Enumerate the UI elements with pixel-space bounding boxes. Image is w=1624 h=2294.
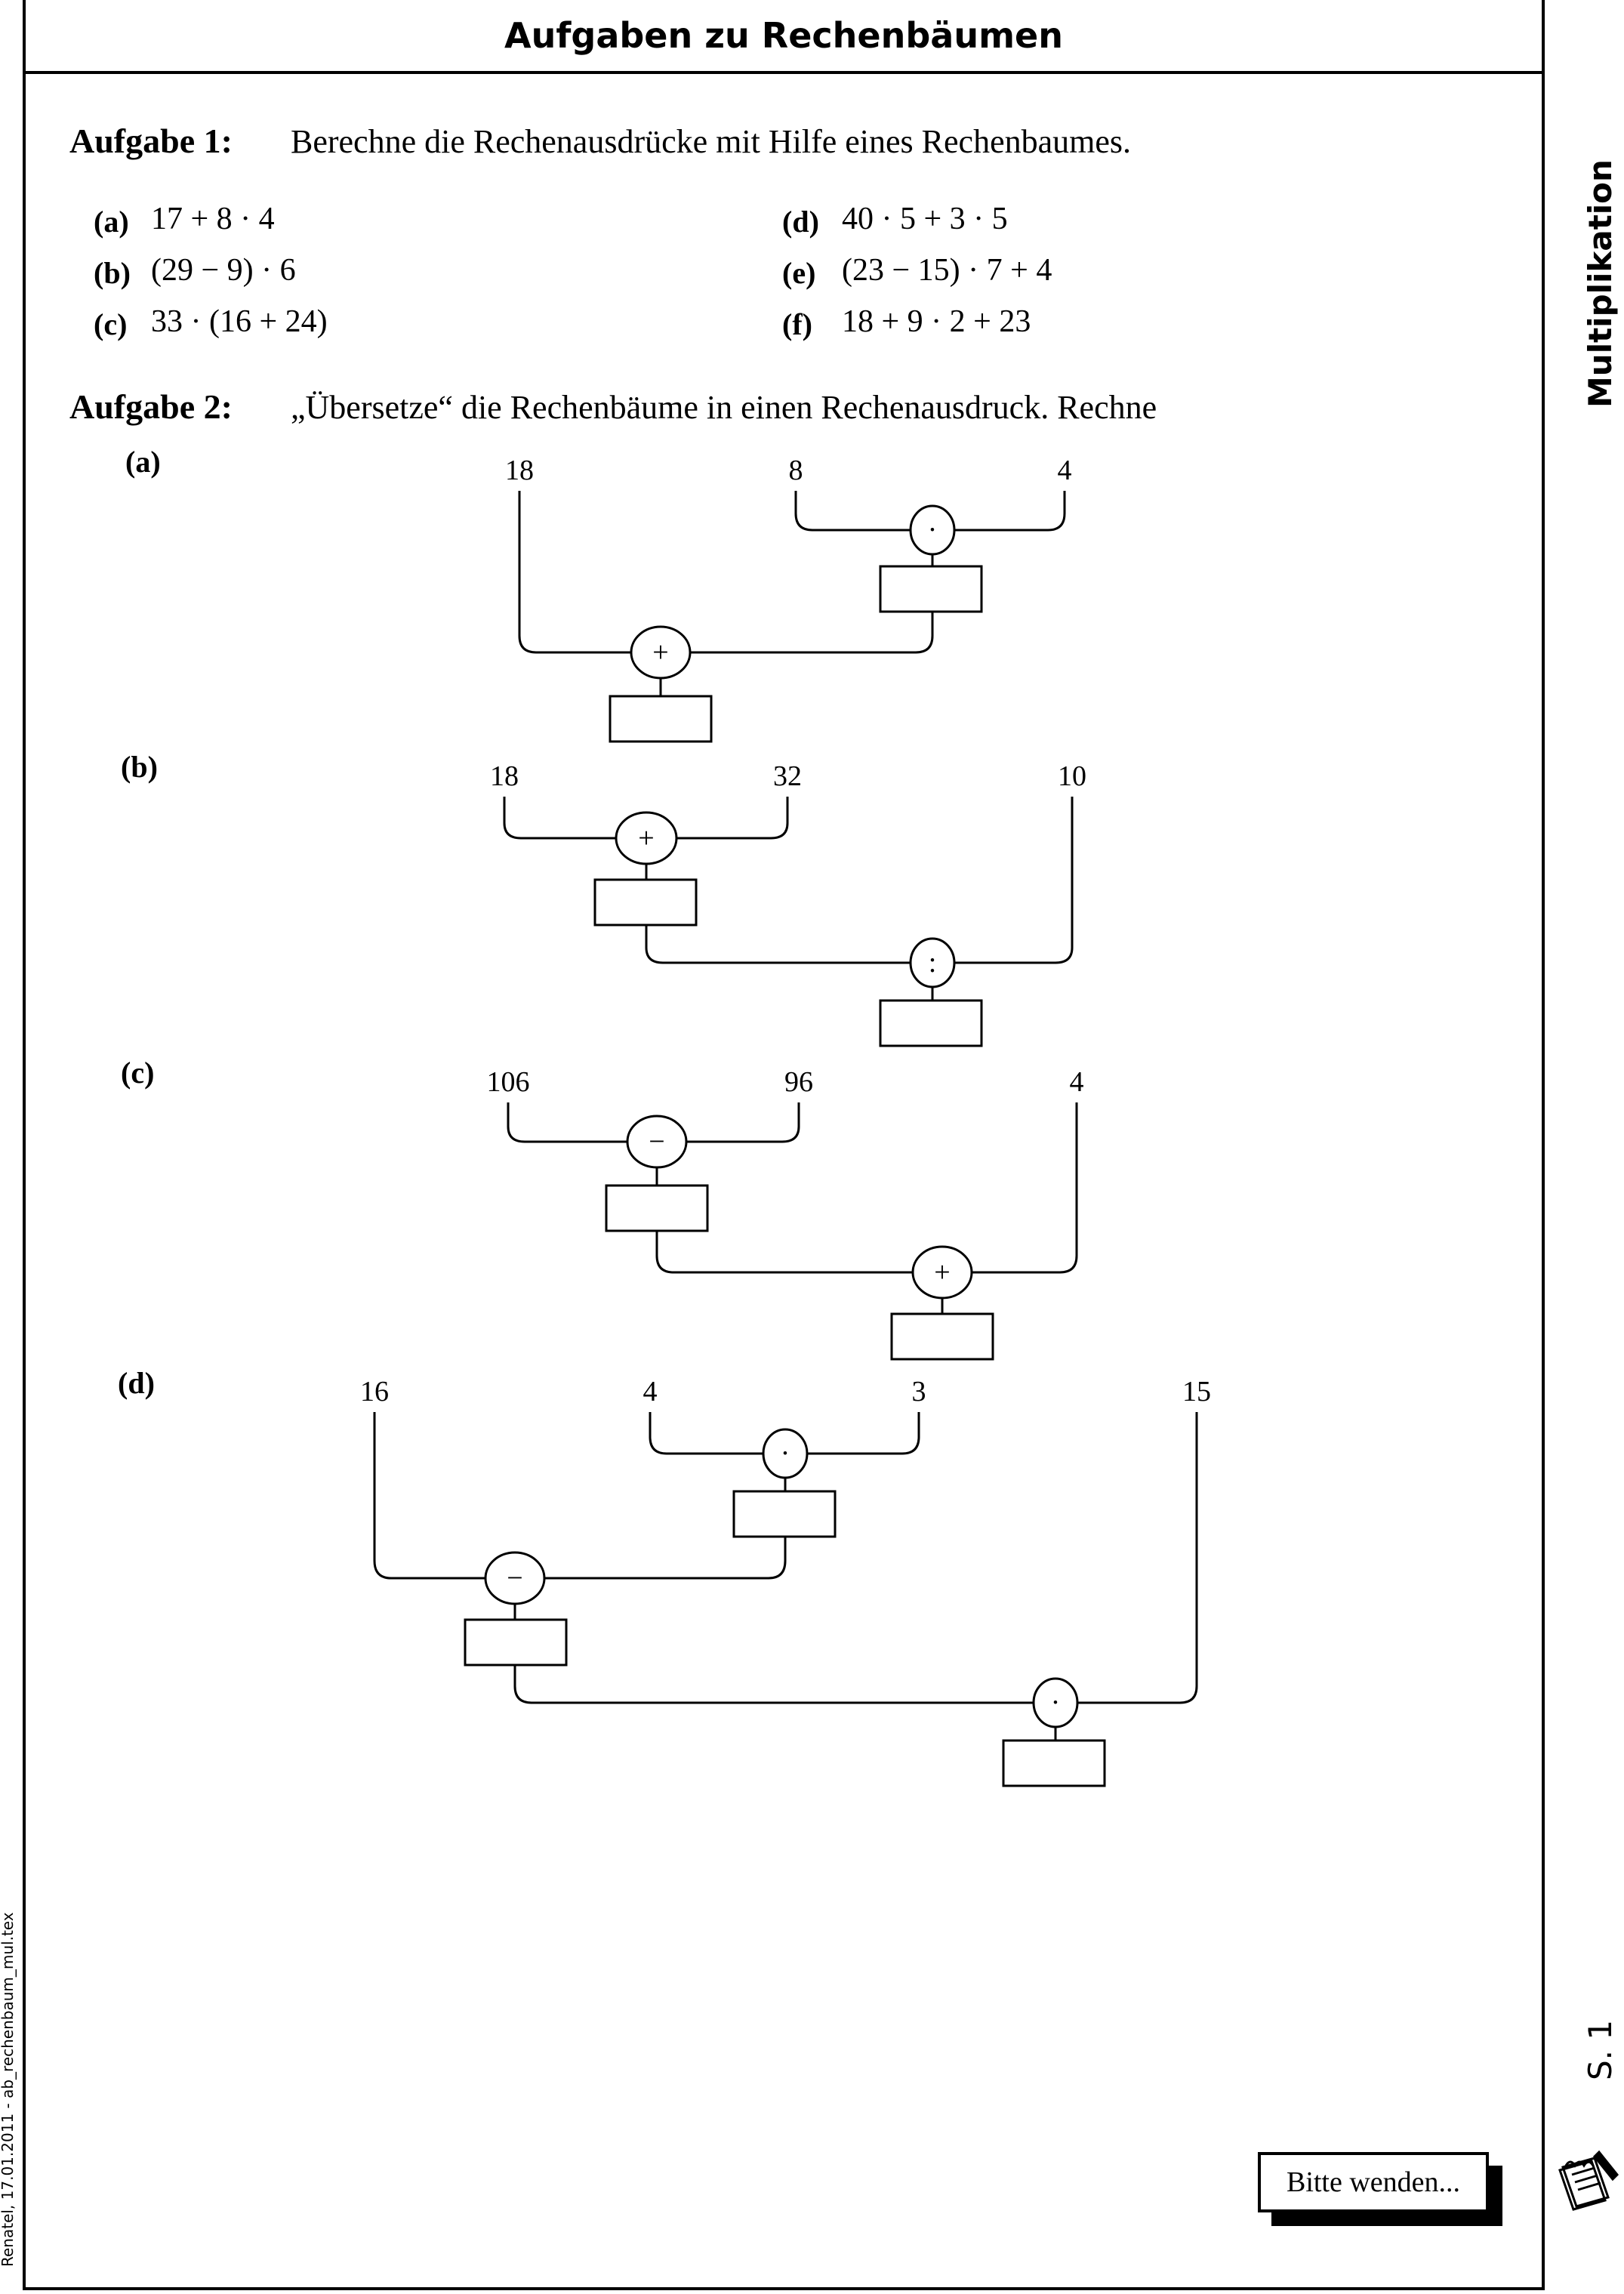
aufgabe2-label: Aufgabe 2: [69, 387, 233, 426]
item-f-label: (f) [782, 307, 812, 341]
tree-b-number: 18 [490, 760, 519, 792]
topic-label: Multiplikation [1582, 159, 1619, 408]
tree-d-number: 4 [643, 1376, 658, 1408]
bitte-wenden-box: Bitte wenden... [1258, 2152, 1489, 2212]
tree-a-number: 4 [1058, 455, 1072, 486]
tree-b-operator-symbol: + [638, 822, 654, 854]
tree-b-answer-box[interactable] [593, 878, 698, 927]
item-a-expr: 17 + 8 · 4 [151, 202, 275, 236]
page-frame [23, 0, 1545, 2290]
tree-d-branch [513, 1665, 1034, 1704]
tree-d-operator-symbol: − [507, 1562, 522, 1594]
tree-a-branch [518, 491, 639, 654]
tree-c-number: 96 [784, 1066, 813, 1098]
tree-b-branch [645, 925, 911, 964]
tree-a-label: (a) [125, 445, 161, 479]
tree-b-branch [503, 797, 616, 840]
item-e-label: (e) [782, 256, 816, 290]
tree-d-branch [373, 1412, 485, 1580]
tree-a-number: 8 [789, 455, 803, 486]
tree-a-number: 18 [505, 455, 534, 486]
tree-a-branch [794, 491, 911, 532]
notebook-pen-icon [1558, 2150, 1619, 2211]
item-d-expr: 40 · 5 + 3 · 5 [842, 202, 1008, 236]
tree-b-answer-box[interactable] [879, 999, 983, 1047]
item-f-expr: 18 + 9 · 2 + 23 [842, 304, 1031, 339]
tree-a-answer-box[interactable] [879, 565, 983, 613]
tree-b-label: (b) [121, 750, 158, 784]
page-title: Aufgaben zu Rechenbäumen [23, 0, 1545, 74]
item-a-label: (a) [94, 205, 129, 239]
tree-b-branch [676, 797, 789, 840]
tree-a-answer-box[interactable] [609, 695, 713, 743]
aufgabe2-text: „Übersetze“ die Rechenbäume in einen Rec… [291, 389, 1157, 426]
tree-d-branch [544, 1537, 787, 1580]
tree-c-branch [972, 1102, 1078, 1274]
tree-b: 18 32 10 + : [490, 760, 1086, 1047]
tree-d-branch [807, 1412, 920, 1455]
tree-c-answer-box[interactable] [605, 1184, 709, 1232]
tree-d-number: 3 [912, 1376, 926, 1408]
tree-c-branch [686, 1102, 800, 1143]
tree-c-number: 106 [487, 1066, 530, 1098]
item-c-expr: 33 · (16 + 24) [151, 304, 328, 339]
tree-c-branch [507, 1102, 627, 1143]
aufgabe1-label: Aufgabe 1: [69, 122, 233, 160]
tree-a-operator-symbol: · [928, 514, 938, 546]
item-e-expr: (23 − 15) · 7 + 4 [842, 253, 1052, 288]
item-b-label: (b) [94, 256, 131, 290]
tree-d-number: 15 [1182, 1376, 1211, 1408]
item-b-expr: (29 − 9) · 6 [151, 253, 296, 288]
tree-d-operator-symbol: · [1051, 1687, 1061, 1719]
tree-d: 16 4 3 15 · − · [360, 1376, 1211, 1787]
tree-d-operator-symbol: · [781, 1438, 790, 1469]
tree-b-operator-symbol: : [929, 947, 937, 979]
footer-meta: Renatel, 17.01.2011 - ab_rechenbaum_mul.… [0, 1912, 17, 2267]
tree-a: 18 8 4 · + [505, 455, 1072, 743]
item-d-label: (d) [782, 205, 819, 239]
tree-c-answer-box[interactable] [890, 1312, 994, 1361]
tree-d-branch [1077, 1412, 1198, 1704]
tree-d-answer-box[interactable] [732, 1490, 837, 1538]
tree-a-branch [683, 612, 934, 654]
tree-c-operator-symbol: − [649, 1126, 664, 1158]
tree-b-number: 10 [1058, 760, 1086, 792]
tree-d-answer-box[interactable] [1002, 1739, 1106, 1787]
tree-c-operator-symbol: + [934, 1256, 950, 1288]
tree-a-branch [954, 491, 1066, 532]
tree-a-operator-symbol: + [652, 637, 668, 668]
tree-c: 106 96 4 − + [487, 1066, 1084, 1361]
page-number: S. 1 [1582, 2019, 1619, 2081]
tree-d-branch [649, 1412, 763, 1455]
tree-d-label: (d) [118, 1366, 155, 1400]
tree-d-answer-box[interactable] [464, 1618, 568, 1667]
tree-c-label: (c) [121, 1056, 155, 1090]
item-c-label: (c) [94, 307, 128, 341]
aufgabe1-text: Berechne die Rechenausdrücke mit Hilfe e… [291, 123, 1131, 160]
tree-c-number: 4 [1070, 1066, 1084, 1098]
tree-b-branch [954, 797, 1074, 964]
tree-c-branch [655, 1231, 913, 1274]
tree-d-number: 16 [360, 1376, 389, 1408]
tree-b-number: 32 [773, 760, 802, 792]
